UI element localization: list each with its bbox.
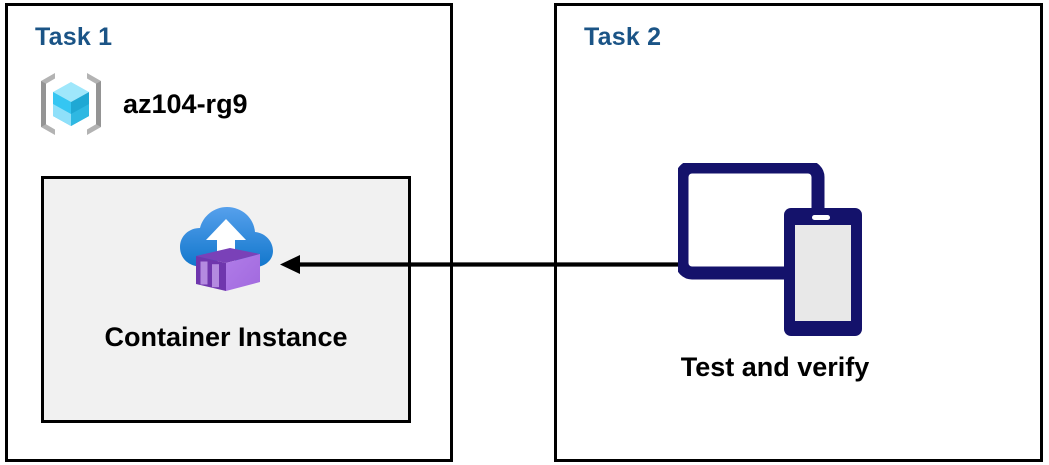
task-1-title: Task 1 [35, 23, 113, 51]
azure-resource-group-icon [41, 73, 101, 135]
task-2-title: Task 2 [584, 23, 662, 51]
container-instance-card: Container Instance [41, 176, 411, 423]
tablet-and-phone-icon [678, 163, 862, 336]
panel-task-1: Task 1 az104 [5, 3, 453, 462]
test-and-verify-label: Test and verify [680, 352, 870, 382]
resource-group-row: az104-rg9 [35, 68, 248, 140]
flow-arrow-right-to-left [280, 255, 678, 274]
resource-group-name: az104-rg9 [123, 88, 248, 119]
azure-container-instance-icon [180, 207, 273, 291]
container-instance-label: Container Instance [104, 322, 348, 352]
